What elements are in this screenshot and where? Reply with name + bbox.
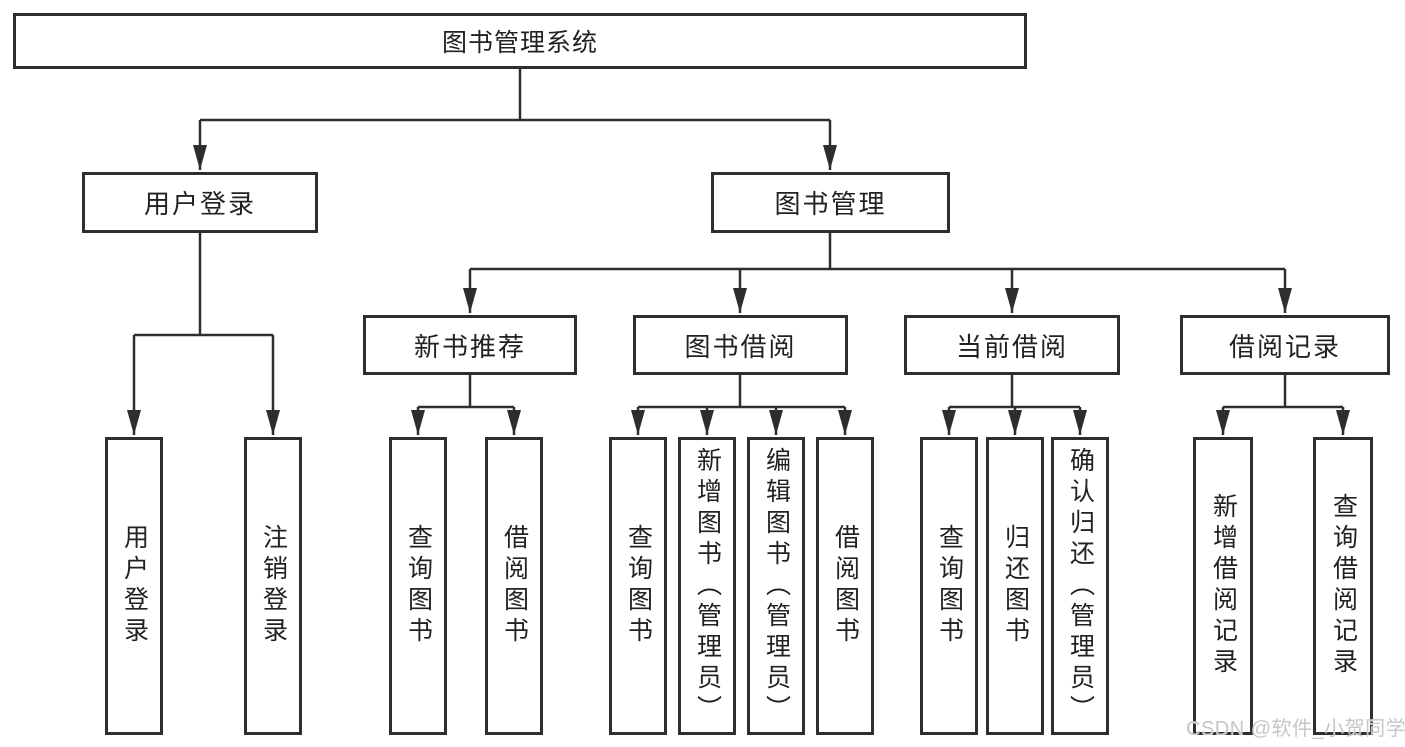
leaf-confirm-return-admin-label: 确认归还（管理员） (1066, 446, 1095, 726)
leaf-edit-book-admin: 编辑图书（管理员） (747, 437, 805, 735)
node-new-book-recommend-label: 新书推荐 (413, 331, 526, 362)
leaf-borrow-book-recommend: 借阅图书 (485, 437, 543, 735)
node-borrowing-records: 借阅记录 (1180, 315, 1390, 375)
leaf-query-book-recommend-label: 查询图书 (404, 524, 433, 648)
leaf-user-login: 用户登录 (105, 437, 163, 735)
leaf-query-book-recommend: 查询图书 (389, 437, 447, 735)
leaf-add-book-admin-label: 新增图书（管理员） (693, 446, 722, 726)
leaf-query-book-current: 查询图书 (920, 437, 978, 735)
node-book-borrowing-label: 图书借阅 (684, 331, 797, 362)
connector-newbook-children (411, 375, 521, 435)
node-new-book-recommend: 新书推荐 (363, 315, 577, 375)
leaf-query-borrow-record: 查询借阅记录 (1313, 437, 1373, 735)
leaf-add-borrow-record-label: 新增借阅记录 (1209, 493, 1238, 679)
leaf-edit-book-admin-label: 编辑图书（管理员） (762, 446, 791, 726)
node-root-label: 图书管理系统 (441, 29, 598, 57)
leaf-add-book-admin: 新增图书（管理员） (678, 437, 736, 735)
leaf-query-book-borrowing-label: 查询图书 (624, 524, 653, 648)
node-book-borrowing: 图书借阅 (633, 315, 848, 375)
leaf-borrow-book-borrowing-label: 借阅图书 (831, 524, 860, 648)
leaf-query-borrow-record-label: 查询借阅记录 (1329, 493, 1358, 679)
node-user-login-label: 用户登录 (143, 189, 256, 219)
connector-borrowrecord-children (1216, 375, 1350, 435)
node-book-management-label: 图书管理 (774, 189, 887, 219)
csdn-watermark: CSDN @软件_小贺同学 (1186, 718, 1405, 740)
leaf-logout: 注销登录 (244, 437, 302, 735)
node-book-management: 图书管理 (711, 172, 950, 233)
node-current-borrowing: 当前借阅 (904, 315, 1120, 375)
connector-currentborrow-children (942, 375, 1087, 435)
leaf-borrow-book-recommend-label: 借阅图书 (500, 524, 529, 648)
connector-bookborrow-children (631, 375, 852, 435)
node-borrowing-records-label: 借阅记录 (1228, 331, 1341, 362)
leaf-query-book-current-label: 查询图书 (935, 524, 964, 648)
node-user-login: 用户登录 (82, 172, 318, 233)
node-current-borrowing-label: 当前借阅 (955, 331, 1068, 362)
leaf-query-book-borrowing: 查询图书 (609, 437, 667, 735)
connector-userlogin-children (127, 233, 280, 435)
leaf-borrow-book-borrowing: 借阅图书 (816, 437, 874, 735)
leaf-return-book-label: 归还图书 (1001, 524, 1030, 648)
leaf-add-borrow-record: 新增借阅记录 (1193, 437, 1253, 735)
connector-bookmgmt-to-level3 (463, 233, 1292, 313)
connector-root-to-level2 (193, 69, 837, 170)
leaf-logout-label: 注销登录 (259, 524, 288, 648)
leaf-user-login-label: 用户登录 (120, 524, 149, 648)
leaf-confirm-return-admin: 确认归还（管理员） (1051, 437, 1109, 735)
node-root-system: 图书管理系统 (13, 13, 1027, 69)
leaf-return-book: 归还图书 (986, 437, 1044, 735)
